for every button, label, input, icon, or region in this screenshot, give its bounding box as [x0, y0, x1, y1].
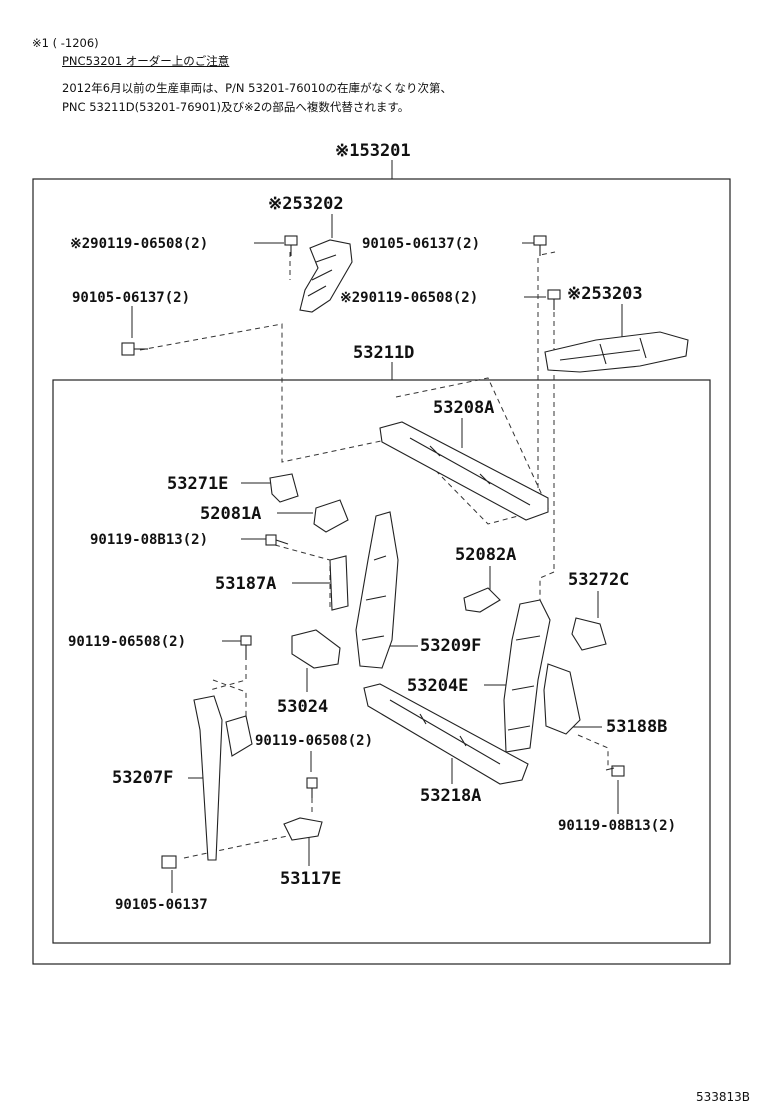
label-52081a: 52081A — [200, 504, 261, 524]
leader-lines — [131, 214, 623, 893]
label-52082a: 52082A — [455, 545, 516, 565]
label-53271e: 53271E — [167, 474, 228, 494]
bolt-90105-06137-c — [161, 855, 177, 869]
part-53204e — [503, 599, 551, 753]
parts — [121, 235, 689, 869]
note-line-1: ※1 ( -1206) — [32, 36, 99, 50]
part-53218a — [363, 683, 529, 785]
part-53272c — [571, 617, 607, 651]
label-90105-06137-c: 90105-06137 — [115, 897, 208, 913]
part-53117e — [283, 817, 323, 841]
label-53024: 53024 — [277, 697, 328, 717]
label-53187a: 53187A — [215, 574, 276, 594]
label-53218a: 53218A — [420, 786, 481, 806]
note-line-2: 2012年6月以前の生産車両は、P/N 53201-76010の在庫がなくなり次… — [62, 81, 452, 95]
bolt-90119-08b13-b — [605, 765, 625, 777]
bolt-90119-06508-b — [547, 289, 561, 310]
label-53204e: 53204E — [407, 676, 468, 696]
label-53202: ※253202 — [268, 194, 344, 214]
part-53188b — [543, 663, 581, 735]
label-53188b: 53188B — [606, 717, 667, 737]
label-53211d: 53211D — [353, 343, 414, 363]
label-53208a: 53208A — [433, 398, 494, 418]
label-90105-06137-b: 90105-06137(2) — [72, 290, 190, 306]
bolt-90119-08b13-a — [265, 534, 289, 546]
bolt-90119-06508-d — [306, 777, 318, 798]
part-53208a — [379, 421, 549, 521]
part-53203 — [544, 331, 689, 373]
label-53207f: 53207F — [112, 768, 173, 788]
label-90119-06508-d: 90119-06508(2) — [255, 733, 373, 749]
part-53187a — [329, 555, 349, 611]
label-90119-06508-b: ※290119-06508(2) — [340, 290, 478, 306]
part-52081a — [313, 499, 349, 533]
note-title: PNC53201 オーダー上のご注意 — [62, 54, 230, 68]
note-line-3: PNC 53211D(53201-76901)及び※2の部品へ複数代替されます。 — [62, 100, 410, 114]
part-53202 — [299, 239, 353, 313]
label-90105-06137-a: 90105-06137(2) — [362, 236, 480, 252]
outer-frame — [32, 178, 731, 965]
bolt-90105-06137-a — [533, 235, 547, 256]
part-52082a — [463, 587, 501, 613]
bolt-90119-06508-c — [240, 635, 252, 660]
label-90119-08b13-a: 90119-08B13(2) — [90, 532, 208, 548]
bolt-90119-06508-a — [284, 235, 298, 256]
part-53209f — [355, 511, 399, 669]
label-53203: ※253203 — [567, 284, 643, 304]
inner-frame — [52, 379, 711, 944]
label-53209f: 53209F — [420, 636, 481, 656]
label-53272c: 53272C — [568, 570, 629, 590]
part-53024 — [291, 629, 341, 669]
label-90119-06508-c: 90119-06508(2) — [68, 634, 186, 650]
part-53271e — [269, 473, 299, 503]
bolt-90105-06137-b — [121, 342, 148, 356]
part-53207f-bracket — [225, 715, 253, 757]
label-53201: ※153201 — [335, 141, 411, 161]
label-53117e: 53117E — [280, 869, 341, 889]
part-53207f — [193, 695, 223, 861]
diagram-code: 533813B — [695, 1090, 750, 1104]
label-90119-06508-a: ※290119-06508(2) — [70, 236, 208, 252]
label-90119-08b13-b: 90119-08B13(2) — [558, 818, 676, 834]
